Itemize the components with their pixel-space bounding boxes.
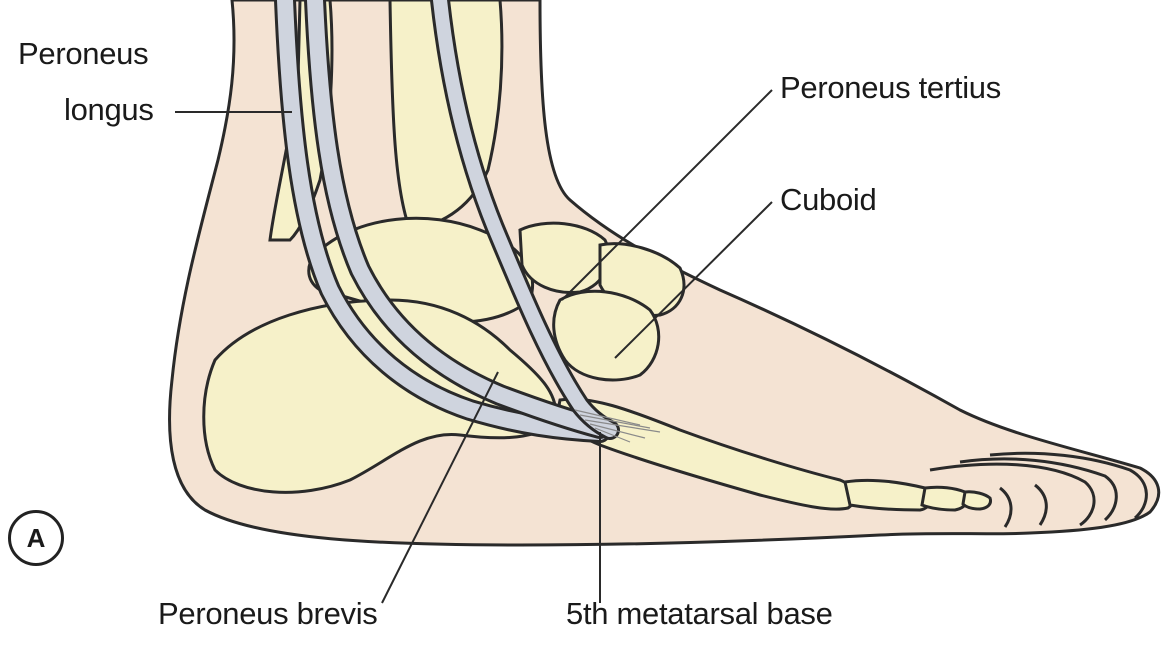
label-peroneus-tertius: Peroneus tertius [780, 70, 1001, 106]
label-fifth-metatarsal-base: 5th metatarsal base [566, 596, 833, 632]
label-cuboid: Cuboid [780, 182, 876, 218]
phalanx-middle [922, 487, 967, 510]
phalanx-distal [963, 492, 991, 509]
label-peroneus-longus-line2: longus [64, 92, 154, 128]
panel-badge: A [8, 510, 64, 566]
label-peroneus-brevis: Peroneus brevis [158, 596, 378, 632]
label-peroneus-longus-line1: Peroneus [18, 36, 148, 72]
navicular-bone [520, 223, 609, 292]
cuboid-bone [554, 291, 659, 380]
